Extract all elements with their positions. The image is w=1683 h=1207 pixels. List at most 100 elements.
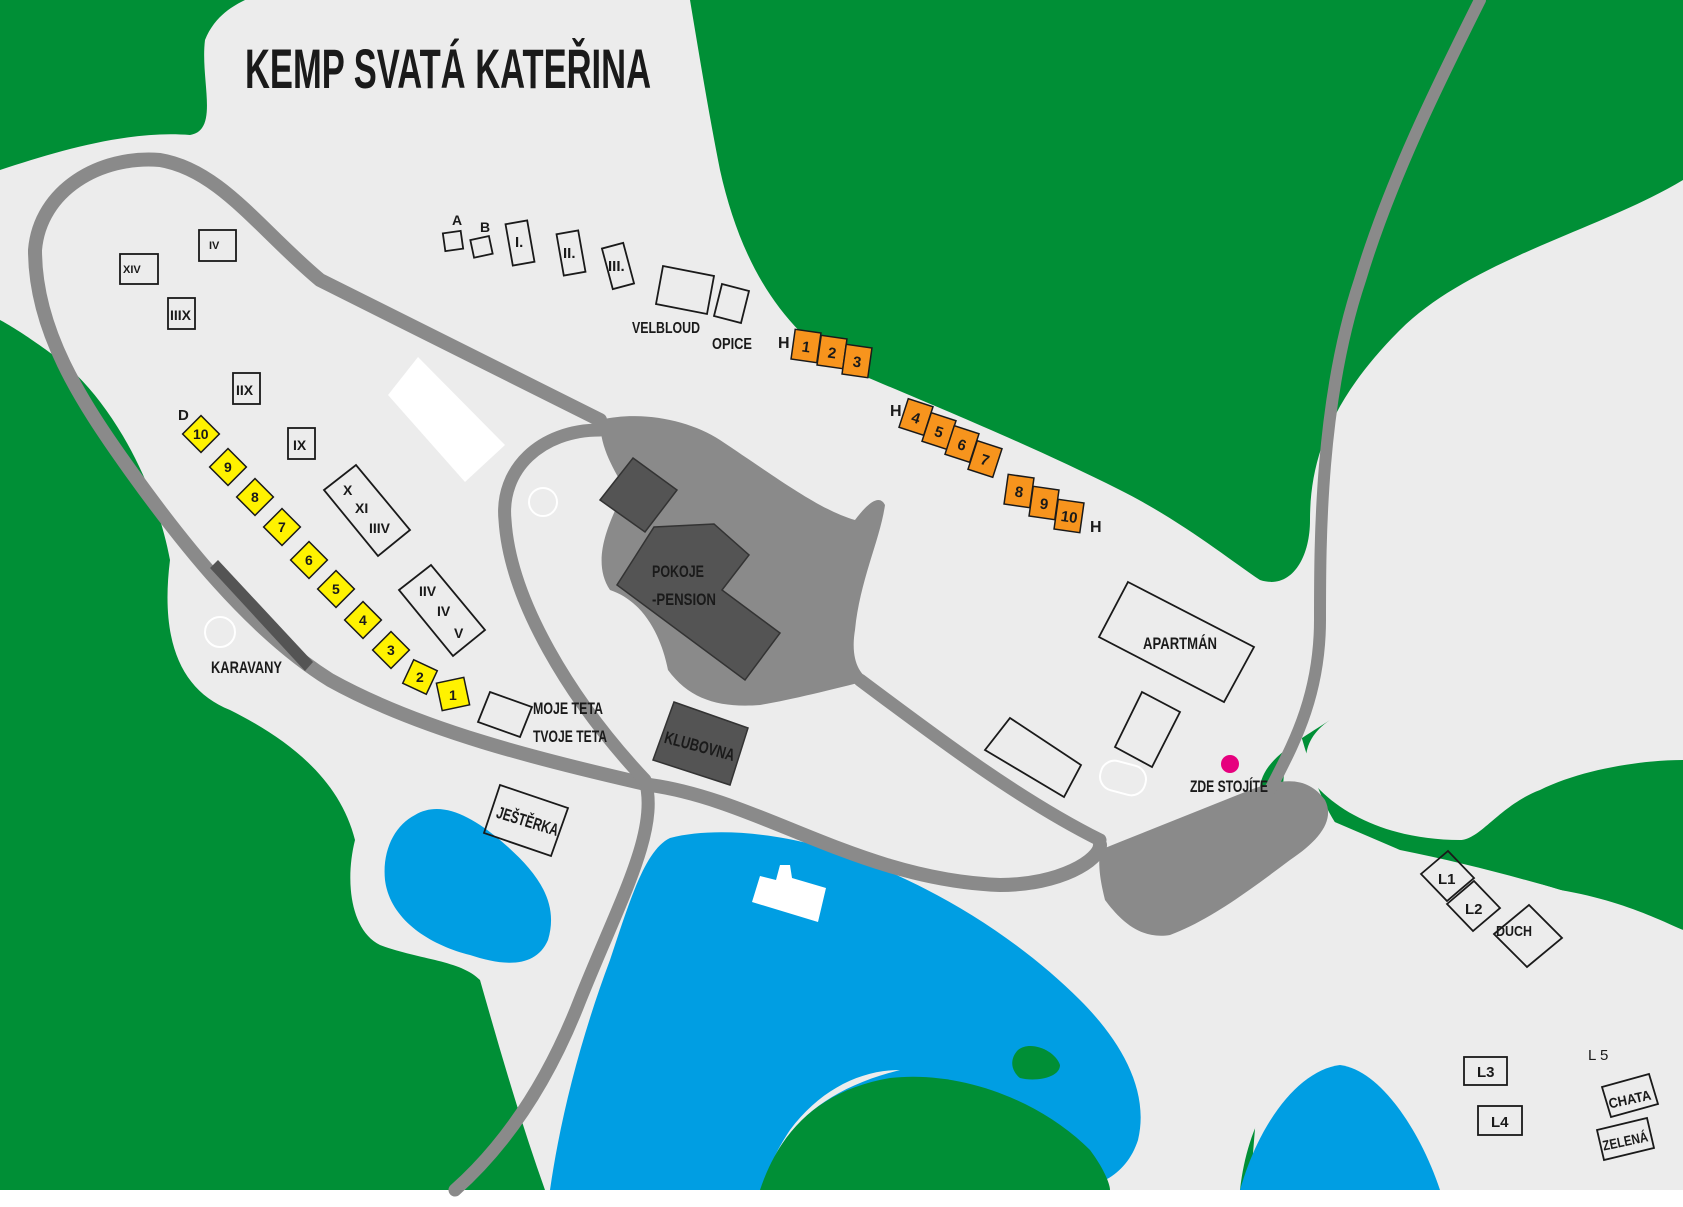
svg-text:8: 8 <box>1014 484 1025 502</box>
building-klubovna <box>652 701 749 786</box>
orange-cabin: 5 <box>921 411 957 451</box>
cabin-l4 <box>1477 1105 1523 1136</box>
cabin-duch <box>1492 903 1564 969</box>
cabin-iii <box>600 241 636 291</box>
svg-text:9: 9 <box>224 459 232 475</box>
cabin-l1 <box>1419 849 1476 903</box>
label-v: V <box>454 625 464 641</box>
orange-cabins: 1 2 3 4 5 6 7 8 9 10 <box>790 328 1085 534</box>
cabin-x-xi-iiiv <box>322 463 412 558</box>
orange-cabin: 7 <box>967 439 1003 479</box>
fire-pit-icon <box>204 616 236 648</box>
sport-field <box>388 357 505 482</box>
fire-pit-icon <box>528 487 558 517</box>
parking-spot <box>1099 759 1147 797</box>
cabin-a <box>441 229 465 253</box>
label-duch: DUCH <box>1496 923 1532 940</box>
yellow-cabin: 3 <box>371 630 411 670</box>
label-karavany: KARAVANY <box>211 658 282 677</box>
label-iv-top: IV <box>209 240 220 252</box>
svg-text:2: 2 <box>827 345 838 363</box>
svg-text:2: 2 <box>416 669 424 685</box>
label-iix: IIX <box>236 382 254 398</box>
pier <box>752 865 826 922</box>
label-l1: L1 <box>1438 871 1456 888</box>
label-apartman: APARTMÁN <box>1143 634 1217 653</box>
yellow-cabin: 2 <box>401 658 439 696</box>
cabin-ix <box>287 427 316 460</box>
cabin-velbloud <box>654 264 716 316</box>
label-h-3: H <box>1090 519 1102 536</box>
orange-cabin: 10 <box>1053 498 1085 534</box>
svg-text:1: 1 <box>449 687 457 703</box>
yellow-cabin: 4 <box>343 600 383 640</box>
label-opice: OPICE <box>712 336 752 353</box>
label-i: I. <box>515 234 523 251</box>
cabin-iv-top <box>198 229 237 262</box>
building-karavany <box>210 560 313 671</box>
label-l3: L3 <box>1477 1064 1495 1081</box>
svg-text:6: 6 <box>305 552 313 568</box>
svg-text:5: 5 <box>332 581 340 597</box>
yellow-cabin: 10 <box>181 414 221 454</box>
cabin-b <box>469 235 494 259</box>
cabin-moje-teta <box>476 690 534 739</box>
label-pokoje: POKOJE <box>652 562 704 581</box>
cabin-apartman <box>1097 580 1256 704</box>
svg-text:1: 1 <box>801 339 812 357</box>
label-h-2: H <box>890 403 902 420</box>
right-pond <box>1240 1065 1440 1190</box>
label-ix: IX <box>293 437 307 453</box>
svg-text:8: 8 <box>251 489 259 505</box>
label-tvoje-teta: TVOJE TETA <box>533 727 607 746</box>
label-xiv: XIV <box>123 264 141 276</box>
bottom-margin <box>0 1190 1683 1207</box>
label-x: X <box>343 482 353 498</box>
yellow-cabins: 10 9 8 7 6 5 4 3 2 1 <box>181 414 471 712</box>
label-b: B <box>480 219 490 235</box>
label-a: A <box>452 212 462 228</box>
yellow-cabin: 7 <box>262 507 302 547</box>
roads <box>28 0 1486 1197</box>
cabin-iiix <box>167 297 196 330</box>
cabin-l2 <box>1445 879 1502 933</box>
cabin-ii <box>555 229 587 277</box>
cabin-right-b <box>1113 690 1182 769</box>
cabin-right-a <box>983 716 1083 799</box>
label-l5: L 5 <box>1588 1047 1608 1064</box>
label-pension: -PENSION <box>652 590 716 609</box>
page-title: KEMP SVATÁ KATEŘINA <box>245 37 651 100</box>
cabin-opice <box>712 282 751 325</box>
orange-cabin: 4 <box>898 397 934 437</box>
label-iv: IV <box>437 603 451 619</box>
cabin-chata <box>1600 1072 1660 1119</box>
svg-text:4: 4 <box>359 612 367 628</box>
label-iiiv: IIIV <box>369 520 391 536</box>
label-d: D <box>178 407 189 424</box>
cabin-iiv-iv-v <box>397 563 487 658</box>
orange-cabin: 8 <box>1003 473 1035 509</box>
orange-cabin: 2 <box>816 334 848 370</box>
lake-peninsula <box>760 1076 1110 1190</box>
svg-text:10: 10 <box>193 426 209 442</box>
small-lake <box>384 809 552 963</box>
label-iiv: IIV <box>419 583 437 599</box>
entrance-plaza <box>1099 781 1329 936</box>
label-h-1: H <box>778 335 790 352</box>
cabin-i <box>504 219 536 267</box>
yellow-cabin: 9 <box>208 447 248 487</box>
cabin-iix <box>232 372 261 405</box>
orange-cabin: 1 <box>790 328 822 364</box>
svg-text:7: 7 <box>278 519 286 535</box>
label-velbloud: VELBLOUD <box>632 320 700 337</box>
svg-text:3: 3 <box>387 642 395 658</box>
orange-cabin: 3 <box>841 343 873 379</box>
label-iii: III. <box>608 258 625 275</box>
label-zde-stojite: ZDE STOJÍTE <box>1190 777 1268 796</box>
cabin-xiv <box>119 253 159 285</box>
label-l4: L4 <box>1491 1114 1509 1131</box>
lake-island <box>1012 1045 1060 1080</box>
yellow-cabin: 1 <box>435 676 471 712</box>
building-small <box>598 456 679 534</box>
